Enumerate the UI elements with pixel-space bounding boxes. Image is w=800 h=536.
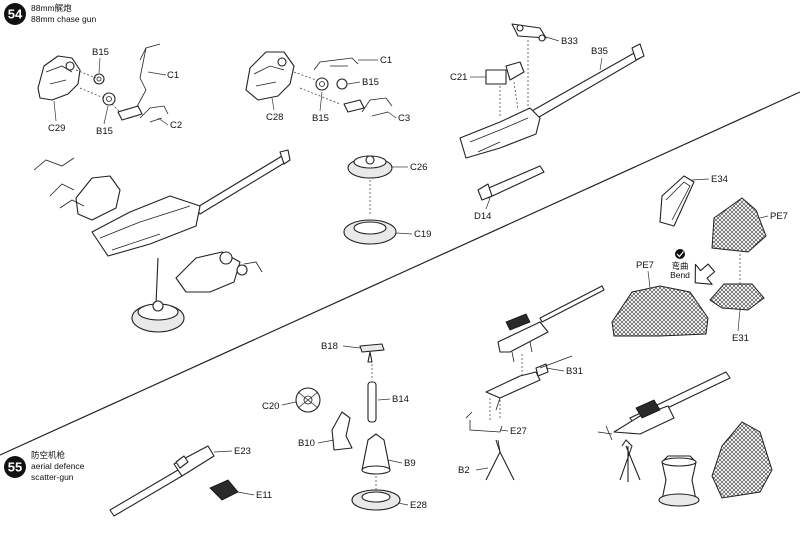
c28-bracket-assembly bbox=[245, 51, 393, 117]
label-b15d: B15 bbox=[312, 113, 329, 124]
label-b15b: B15 bbox=[96, 126, 113, 137]
pedestal-parts bbox=[343, 155, 397, 245]
label-c26: C26 bbox=[410, 162, 427, 173]
step-54-badge bbox=[4, 3, 26, 25]
label-c21: C21 bbox=[450, 72, 467, 83]
machine-gun-assembly bbox=[465, 285, 605, 481]
label-b9: B9 bbox=[404, 458, 416, 469]
bend-note-cn: 弯曲 bbox=[671, 261, 688, 271]
assembled-chase-gun bbox=[33, 149, 291, 333]
bend-note-en: Bend bbox=[670, 270, 690, 280]
assembled-scatter-gun bbox=[597, 371, 773, 507]
label-d14: D14 bbox=[474, 211, 491, 222]
shield-parts bbox=[611, 175, 767, 337]
step-54-number: 54 bbox=[8, 7, 23, 22]
label-b15a: B15 bbox=[92, 47, 109, 58]
label-b15c: B15 bbox=[362, 77, 379, 88]
step-55-badge bbox=[4, 456, 26, 478]
label-b31: B31 bbox=[566, 366, 583, 377]
label-c1a: C1 bbox=[167, 70, 179, 81]
label-b14: B14 bbox=[392, 394, 409, 405]
step-54-title-cn: 88mm艉炮 bbox=[31, 3, 72, 13]
label-c28: C28 bbox=[266, 112, 283, 123]
step-55-header: 55 防空机枪 aerial defence scatter-gun bbox=[4, 450, 85, 482]
step-54-header: 54 88mm艉炮 88mm chase gun bbox=[4, 3, 96, 25]
label-pe7a: PE7 bbox=[770, 211, 788, 222]
label-c1b: C1 bbox=[380, 55, 392, 66]
label-e23: E23 bbox=[234, 446, 251, 457]
scatter-gun-parts bbox=[109, 445, 239, 517]
label-e11: E11 bbox=[256, 490, 272, 501]
label-b2: B2 bbox=[458, 465, 470, 476]
label-e28: E28 bbox=[410, 500, 427, 511]
label-b10: B10 bbox=[298, 438, 315, 449]
label-pe7b: PE7 bbox=[636, 260, 654, 271]
label-c29: C29 bbox=[48, 123, 65, 134]
step-55-number: 55 bbox=[8, 460, 22, 475]
label-b33: B33 bbox=[561, 36, 578, 47]
step-55-title-cn: 防空机枪 bbox=[31, 450, 66, 460]
step-divider-line bbox=[0, 91, 800, 456]
step-54-title-en: 88mm chase gun bbox=[31, 14, 96, 24]
c29-bracket-assembly bbox=[37, 43, 169, 123]
label-e27: E27 bbox=[510, 426, 527, 437]
label-b18: B18 bbox=[321, 341, 338, 352]
label-c19: C19 bbox=[414, 229, 431, 240]
mount-parts bbox=[295, 343, 401, 511]
label-e31: E31 bbox=[732, 333, 749, 344]
label-c2: C2 bbox=[170, 120, 182, 131]
label-b35: B35 bbox=[591, 46, 608, 57]
label-e34: E34 bbox=[711, 174, 728, 185]
step-55-title-en1: aerial defence bbox=[31, 461, 85, 471]
gun-breech-assembly bbox=[459, 23, 645, 201]
label-c3: C3 bbox=[398, 113, 410, 124]
step-55-title-en2: scatter-gun bbox=[31, 472, 74, 482]
label-c20: C20 bbox=[262, 401, 279, 412]
